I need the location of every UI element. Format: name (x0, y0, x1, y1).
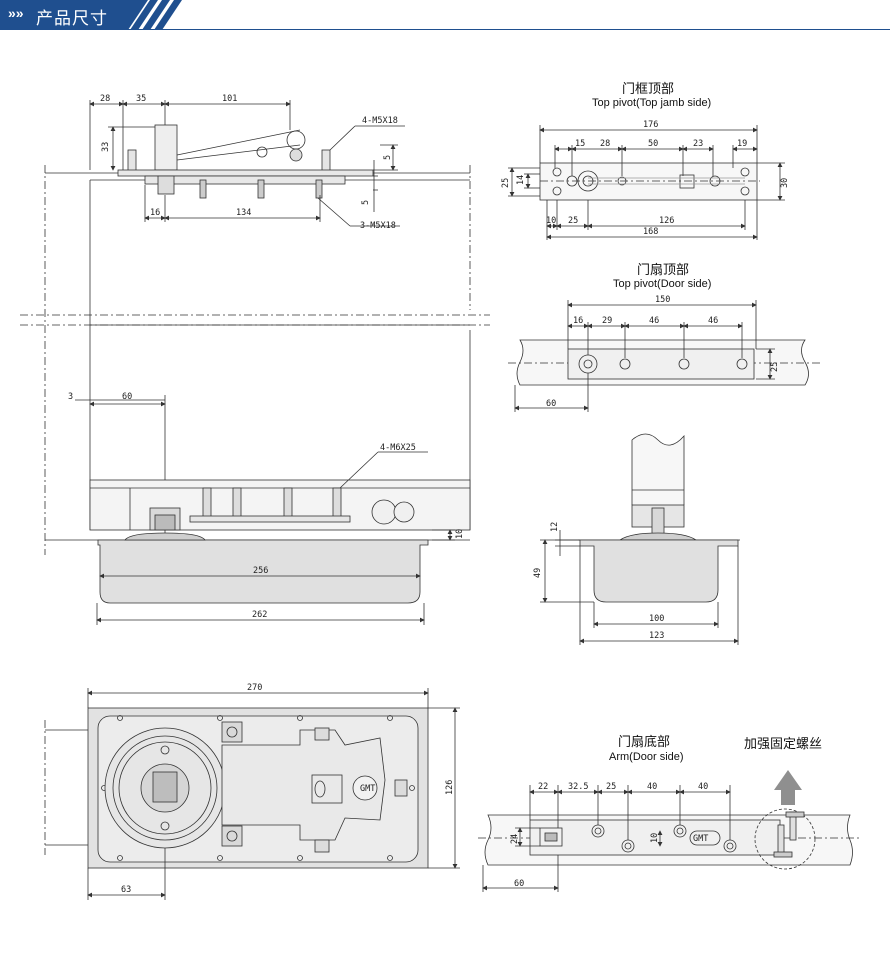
label-bottom-screws: 3-M5X18 (360, 221, 396, 231)
plan-view-labels: 270 126 63 GMT (121, 683, 455, 895)
dim-1-2: 12 (550, 522, 560, 532)
dim-28b: 28 (600, 139, 610, 149)
dim-5-side: 5 (361, 200, 371, 205)
plan-view-drawing (44, 688, 460, 900)
dim-3: 3 (68, 392, 73, 402)
dim-40a: 40 (647, 782, 657, 792)
dim-270: 270 (247, 683, 262, 693)
front-view-labels: 28 35 101 33 4-M5X18 5 5 16 134 3-M5X18 … (68, 94, 465, 620)
dim-33: 33 (101, 142, 111, 152)
dim-14: 14 (516, 175, 526, 185)
dim-262: 262 (252, 610, 267, 620)
dim-46a: 46 (649, 316, 659, 326)
dim-15: 15 (575, 139, 585, 149)
dim-60b: 60 (546, 399, 556, 409)
section-title: 产品尺寸 (36, 9, 108, 29)
dim-63: 63 (121, 885, 131, 895)
dim-16b: 16 (573, 316, 583, 326)
dim-35: 35 (136, 94, 146, 104)
dim-25b: 25 (568, 216, 578, 226)
side-view-labels: 12 49 100 123 (533, 522, 664, 641)
dim-19: 19 (737, 139, 747, 149)
top-door-labels: 门扇顶部 Top pivot(Door side) 150 16 29 46 4… (546, 262, 780, 409)
dim-22: 22 (538, 782, 548, 792)
dim-134: 134 (236, 208, 251, 218)
dim-46b: 46 (708, 316, 718, 326)
top-jamb-title-cn: 门框顶部 (622, 82, 674, 97)
dim-176: 176 (643, 120, 658, 130)
dim-25c: 25 (770, 362, 780, 372)
arm-drawing (478, 770, 860, 892)
reinforce-screw-callout: 加强固定螺丝 (744, 737, 822, 752)
chevron-double-right-icon: »» (8, 5, 24, 21)
dim-16: 16 (150, 208, 160, 218)
dim-126: 126 (659, 216, 674, 226)
label-top-screws: 4-M5X18 (362, 116, 398, 126)
dim-49: 49 (533, 568, 543, 578)
plan-logo: GMT (360, 784, 375, 794)
label-body-screws: 4-M6X25 (380, 443, 416, 453)
top-jamb-title-en: Top pivot(Top jamb side) (592, 97, 711, 109)
dim-23: 23 (693, 139, 703, 149)
dim-100: 100 (649, 614, 664, 624)
dim-168: 168 (643, 227, 658, 237)
dim-60: 60 (122, 392, 132, 402)
top-jamb-drawing (508, 125, 785, 240)
dim-24: 24 (510, 834, 520, 844)
dim-25-left: 25 (501, 178, 511, 188)
arm-labels: 门扇底部 Arm(Door side) 加强固定螺丝 22 32.5 25 40… (510, 734, 822, 889)
arm-title-en: Arm(Door side) (609, 751, 684, 763)
dim-10b: 10 (546, 216, 556, 226)
top-door-title-cn: 门扇顶部 (637, 262, 689, 278)
dim-50: 50 (648, 139, 658, 149)
dim-126b: 126 (445, 780, 455, 795)
dim-150: 150 (655, 295, 670, 305)
dim-60c: 60 (514, 879, 524, 889)
dim-123: 123 (649, 631, 664, 641)
dim-10: 10 (455, 529, 465, 539)
arm-logo: GMT (693, 834, 708, 844)
side-view-drawing (540, 433, 740, 645)
dim-28: 28 (100, 94, 110, 104)
dim-30: 30 (780, 178, 790, 188)
dim-256: 256 (253, 566, 268, 576)
dim-29: 29 (602, 316, 612, 326)
dim-5-top: 5 (383, 155, 393, 160)
dim-40b: 40 (698, 782, 708, 792)
dim-101: 101 (222, 94, 237, 104)
top-door-title-en: Top pivot(Door side) (613, 278, 711, 290)
dim-32-5: 32.5 (568, 782, 588, 792)
section-header: »» 产品尺寸 (0, 0, 890, 30)
dim-25d: 25 (606, 782, 616, 792)
top-jamb-labels: 门框顶部 Top pivot(Top jamb side) 176 15 28 … (501, 82, 790, 237)
header-background (0, 0, 890, 30)
top-door-drawing (508, 300, 820, 412)
arm-title-cn: 门扇底部 (618, 734, 670, 750)
front-view (20, 100, 490, 625)
dim-10c: 10 (650, 833, 660, 843)
